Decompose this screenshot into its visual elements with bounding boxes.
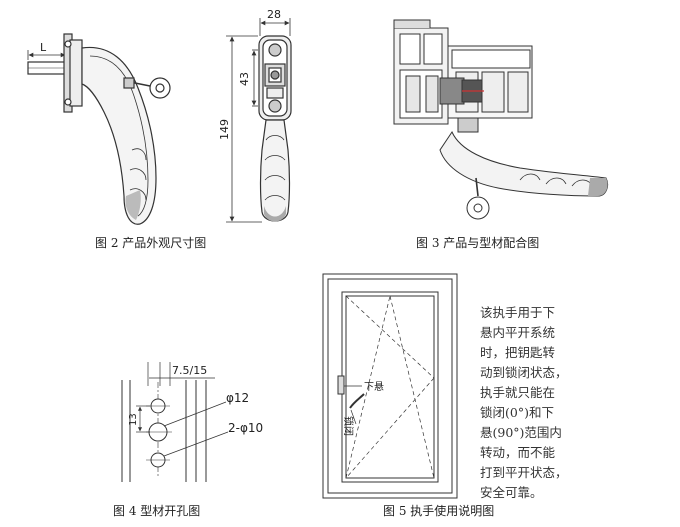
fig2-dim-43: 43 <box>238 72 251 86</box>
fig4-dim-side: 13 <box>128 413 139 426</box>
description-line: 安全可靠。 <box>480 485 543 500</box>
fig5-caption: 图 5 执手使用说明图 <box>383 504 495 518</box>
description-line: 时，把钥匙转 <box>480 345 556 360</box>
description-line: 悬(90°)范围内 <box>480 425 562 440</box>
fig4-hole-big: φ12 <box>226 391 249 405</box>
fig2-dim-149: 149 <box>218 119 231 140</box>
description-line: 打到平开状态， <box>480 465 568 480</box>
fig5-window <box>322 273 458 499</box>
description-line: 动到锁闭状态， <box>480 365 568 380</box>
fig2-dim-width: 28 <box>267 8 281 21</box>
usage-description: 该执手用于下 悬内平开系统 时，把钥匙转 动到锁闭状态， 执手就只能在 锁闭(0… <box>480 303 612 503</box>
fig4-dim-top: 7.5/15 <box>172 364 207 377</box>
fig2-side-view <box>27 33 171 225</box>
description-line: 执手就只能在 <box>480 385 556 400</box>
fig2-front-view <box>226 18 292 223</box>
fig3-assembly <box>393 19 609 220</box>
fig2-dim-l: L <box>40 41 47 54</box>
fig5-label-closed: 锁闭 <box>342 416 355 436</box>
fig4-hole-small: 2-φ10 <box>228 421 263 435</box>
fig2-caption: 图 2 产品外观尺寸图 <box>95 236 207 250</box>
description-line: 该执手用于下 <box>480 305 556 320</box>
fig3-caption: 图 3 产品与型材配合图 <box>416 236 540 250</box>
fig4-caption: 图 4 型材开孔图 <box>113 504 201 518</box>
fig5-label-down: 下悬 <box>364 381 384 393</box>
description-line: 锁闭(0°)和下 <box>480 405 554 420</box>
description-line: 转动，而不能 <box>480 445 556 460</box>
fig4-hole-pattern <box>121 362 229 482</box>
description-line: 悬内平开系统 <box>480 325 556 340</box>
